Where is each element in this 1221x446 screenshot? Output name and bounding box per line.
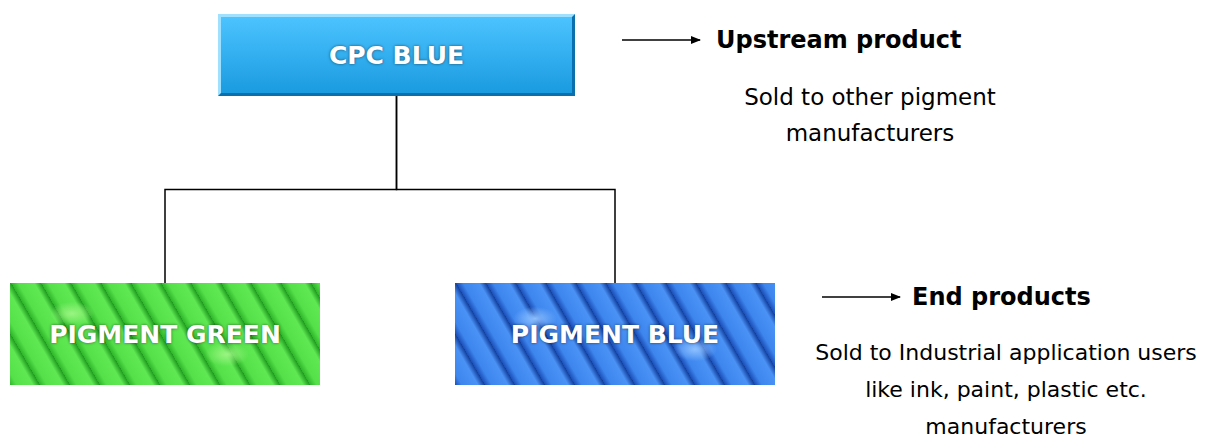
connector-line	[165, 96, 397, 283]
box-text: PIGMENT GREEN	[49, 320, 281, 349]
box-text: CPC BLUE	[329, 41, 464, 70]
note-label: Sold to Industrial application users lik…	[800, 334, 1212, 445]
heading-label: End products	[912, 279, 1212, 315]
leader-arrow	[622, 39, 700, 41]
upstream-box: CPC BLUE	[218, 14, 575, 96]
note-label: Sold to other pigment manufacturers	[700, 79, 1040, 151]
connector-line	[397, 96, 616, 283]
heading-label: Upstream product	[716, 22, 1136, 58]
product-box: PIGMENT BLUE	[455, 283, 775, 385]
leader-arrow	[822, 296, 900, 298]
box-text: PIGMENT BLUE	[511, 320, 719, 349]
product-box: PIGMENT GREEN	[10, 283, 320, 385]
